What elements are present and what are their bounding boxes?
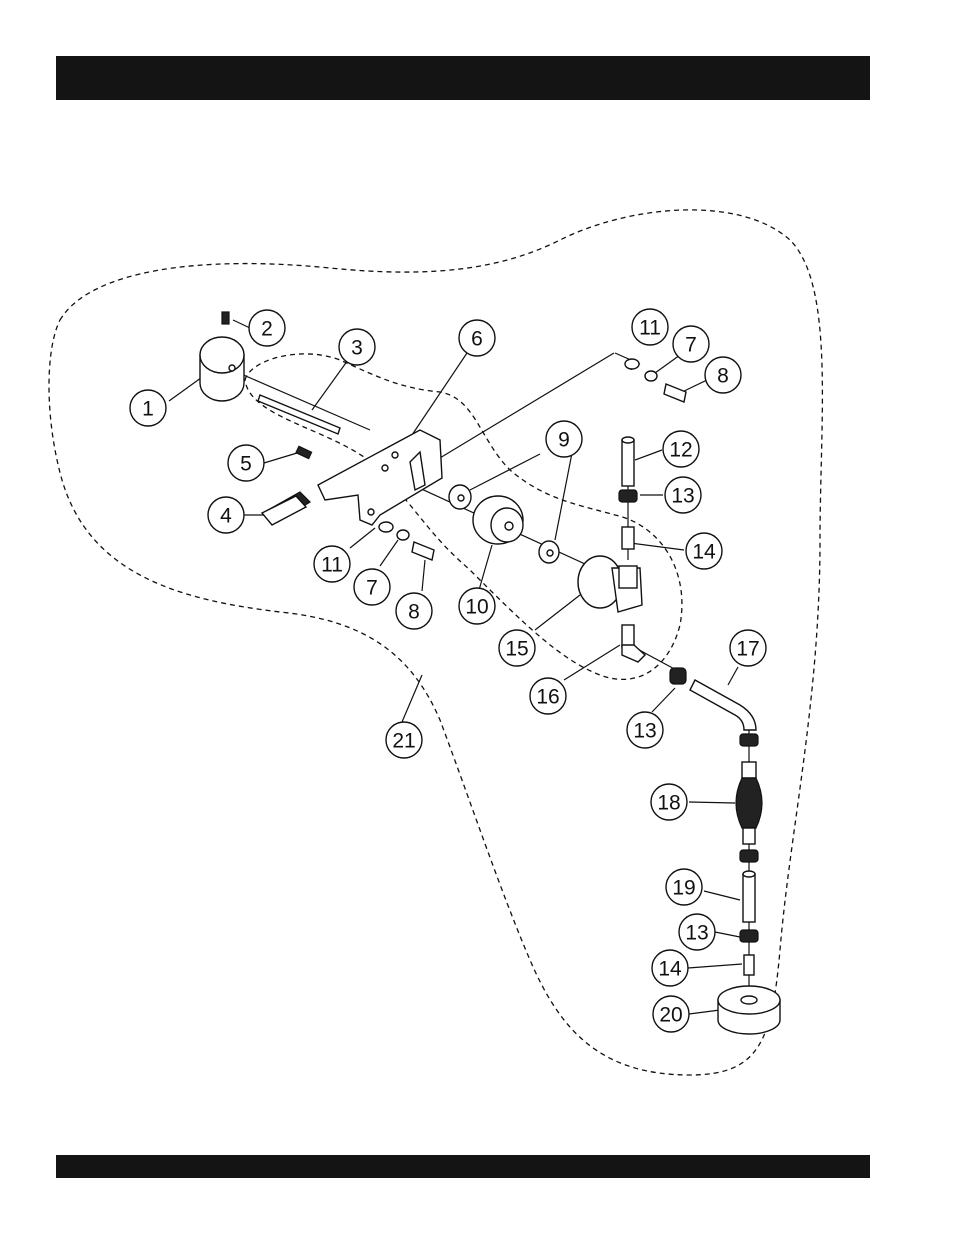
upper-fittings-part <box>619 437 637 549</box>
callout-label: 7 <box>366 577 378 600</box>
callout-label: 14 <box>658 958 682 981</box>
callout-1: 1 <box>130 390 166 426</box>
washer-left-part <box>379 522 409 540</box>
callout-14b: 14 <box>652 950 688 986</box>
callout-label: 8 <box>408 601 420 624</box>
callout-7a: 7 <box>673 326 709 362</box>
callout-6: 6 <box>459 320 495 356</box>
screw-part <box>296 446 312 458</box>
callout-label: 15 <box>505 638 528 661</box>
callout-7b: 7 <box>354 569 390 605</box>
callout-label: 5 <box>240 453 252 476</box>
valve-body-part <box>578 556 642 612</box>
washer-right-part <box>625 359 686 402</box>
callout-label: 10 <box>465 596 488 619</box>
callout-14a: 14 <box>686 533 722 569</box>
set-screw-part <box>222 312 229 324</box>
callout-label: 9 <box>558 429 570 452</box>
callout-5: 5 <box>228 445 264 481</box>
callout-label: 21 <box>392 730 415 753</box>
bolt-left-part <box>412 542 434 560</box>
callout-12: 12 <box>663 431 699 467</box>
callout-16: 16 <box>530 678 566 714</box>
callout-11a: 11 <box>632 309 668 345</box>
callout-label: 3 <box>351 337 363 360</box>
callout-13a: 13 <box>665 477 701 513</box>
straight-tube-part <box>743 871 755 922</box>
leader-lines <box>169 320 749 1014</box>
callout-20: 20 <box>653 996 689 1032</box>
callout-label: 11 <box>321 554 343 577</box>
callout-9: 9 <box>546 421 582 457</box>
callout-2: 2 <box>249 310 285 346</box>
callout-label: 7 <box>685 334 697 357</box>
callout-4: 4 <box>208 497 244 533</box>
callout-label: 13 <box>685 922 708 945</box>
callout-15: 15 <box>499 630 535 666</box>
callout-label: 12 <box>669 439 692 462</box>
collar-part <box>200 337 244 401</box>
callout-label: 19 <box>672 877 695 900</box>
callout-10: 10 <box>459 588 495 624</box>
rod-part <box>258 395 340 434</box>
callout-label: 11 <box>639 317 661 340</box>
callout-label: 2 <box>261 318 273 341</box>
callout-label: 6 <box>471 328 483 351</box>
pulley-part <box>718 986 780 1034</box>
callout-8b: 8 <box>396 593 432 629</box>
callout-label: 20 <box>659 1004 682 1027</box>
callout-label: 14 <box>692 541 716 564</box>
callout-label: 17 <box>736 638 759 661</box>
callout-11b: 11 <box>314 546 350 582</box>
lower-fitting-part <box>744 955 754 975</box>
callout-21: 21 <box>386 722 422 758</box>
subassembly-boundary-inner <box>245 354 682 679</box>
callout-label: 8 <box>717 365 729 388</box>
callout-18: 18 <box>651 784 687 820</box>
callout-label: 18 <box>657 792 680 815</box>
callout-8a: 8 <box>705 357 741 393</box>
wheel-part <box>473 496 523 544</box>
callout-13c: 13 <box>679 914 715 950</box>
callout-3: 3 <box>339 329 375 365</box>
callout-17: 17 <box>730 630 766 666</box>
callout-19: 19 <box>666 869 702 905</box>
callout-label: 16 <box>536 686 559 709</box>
callout-13b: 13 <box>627 712 663 748</box>
callout-label: 4 <box>220 505 232 528</box>
callout-label: 1 <box>142 398 154 421</box>
callout-label: 13 <box>633 720 656 743</box>
bracket-plate-part <box>318 430 442 525</box>
bent-tube-part <box>690 680 756 730</box>
handle-grip-part <box>262 492 310 525</box>
primer-bulb-part <box>736 762 762 844</box>
elbow-part <box>622 625 645 662</box>
callout-label: 13 <box>671 485 694 508</box>
